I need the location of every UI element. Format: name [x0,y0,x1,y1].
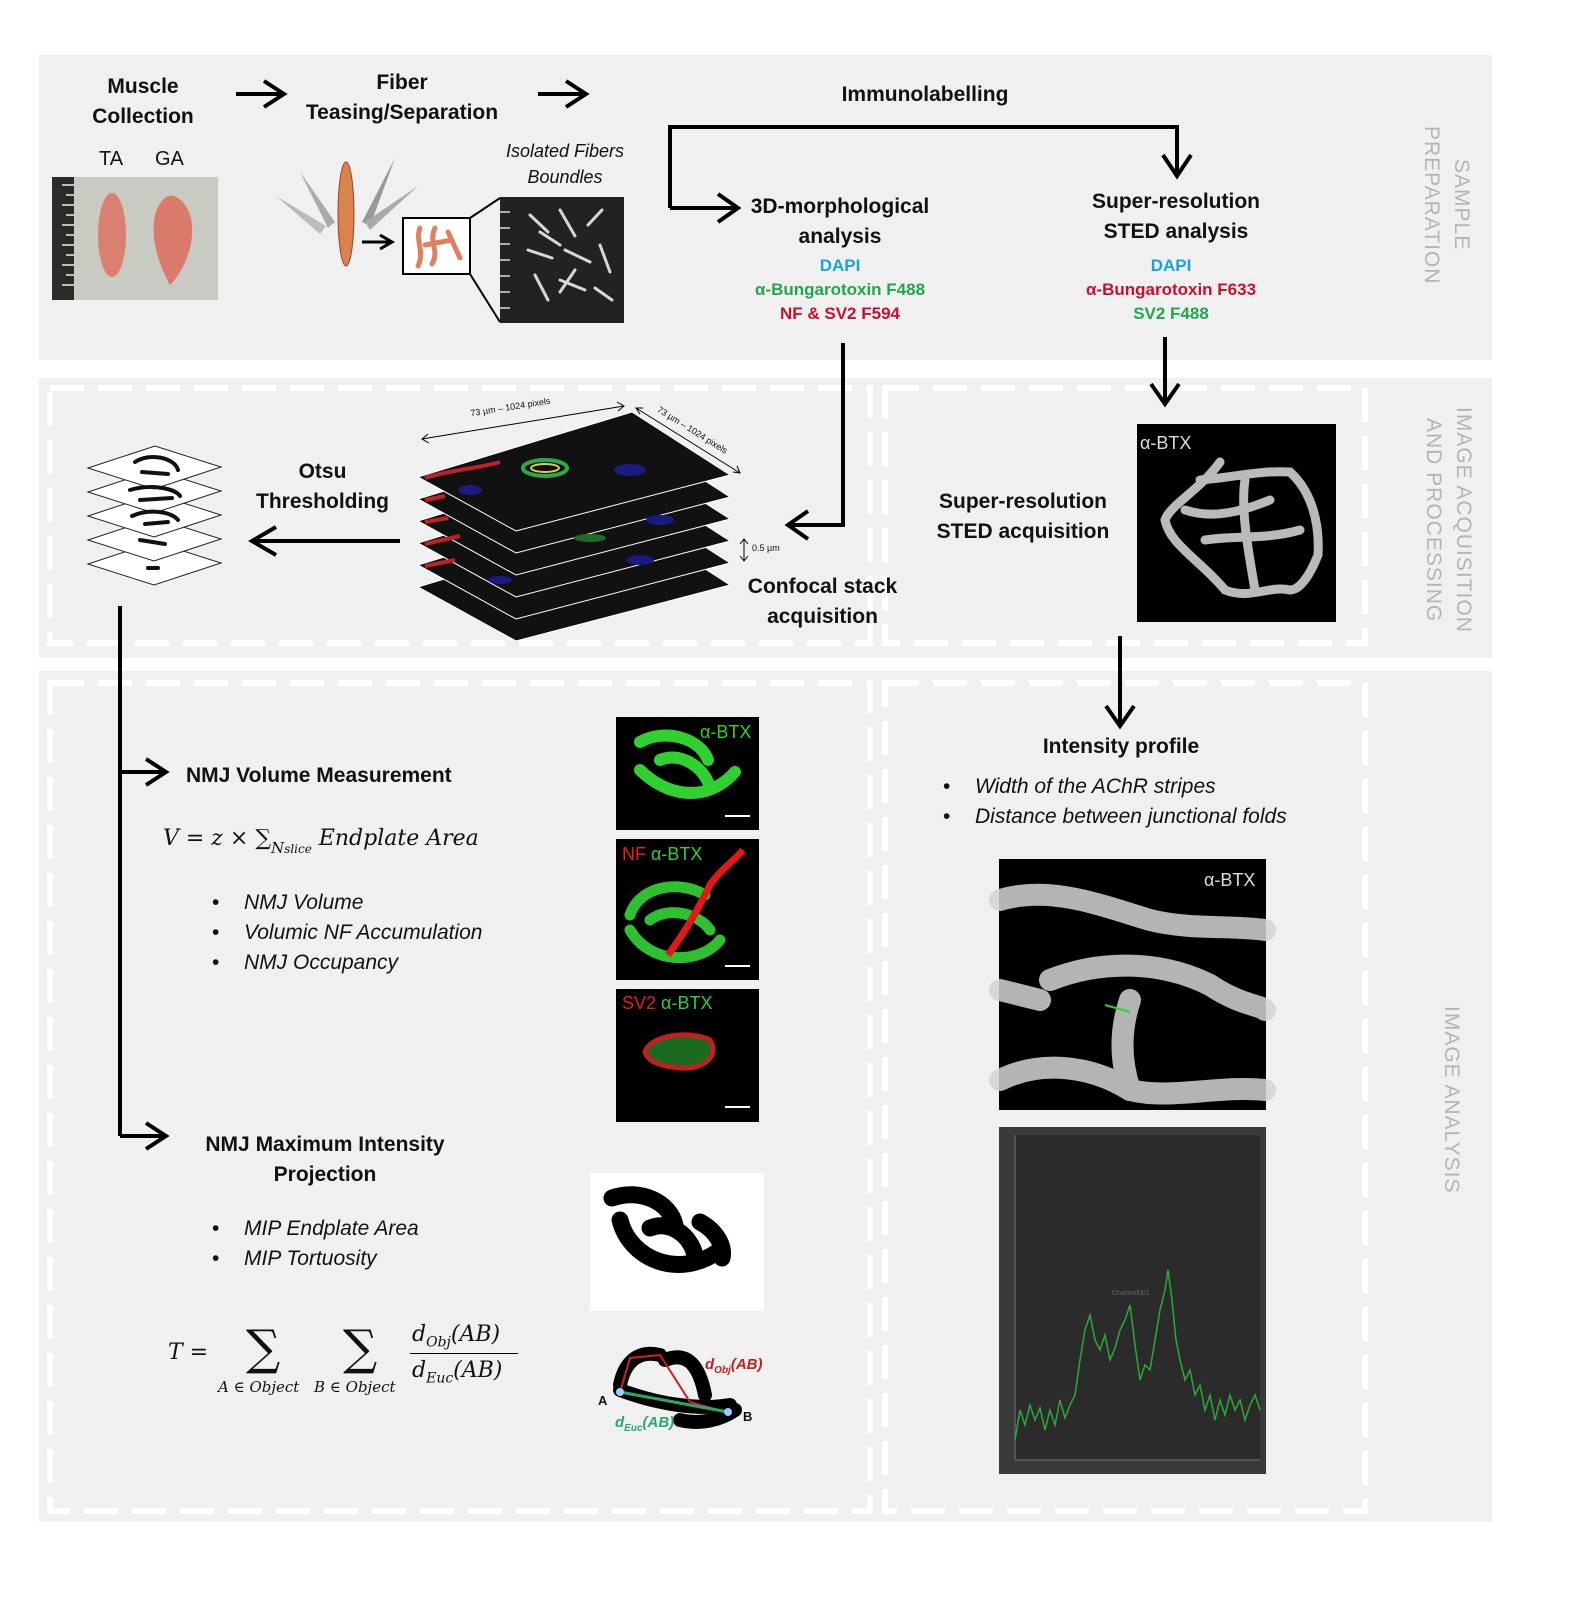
tortuosity-point-b: B [743,1409,752,1424]
intensity-profile-title: Intensity profile [1021,732,1221,762]
confocal-acquisition-label: Confocal stack acquisition [745,572,900,632]
sted-acquisition-label: Super-resolution STED acquisition [928,487,1118,547]
sted-btx: α-Bungarotoxin F633 [1071,278,1271,302]
volume-formula: V = z × ∑Nslice Endplate Area [163,826,479,851]
mip-title: NMJ Maximum Intensity Projection [190,1130,460,1190]
nf-image-label: NF α-BTX [622,844,702,865]
confocal-stack [418,412,730,641]
ta-muscle [98,193,126,277]
tortuosity-formula: T = ∑ A ∈ Object ∑ B ∈ Object dObj(AB) d… [168,1320,528,1400]
sted-dapi: DAPI [1071,254,1271,278]
mip-bullet-2: •MIP Tortuosity [212,1244,377,1274]
ga-label: GA [155,148,184,171]
teasing-tools [276,158,418,266]
otsu-thresholding-label: Otsu Thresholding [240,457,405,517]
tortuosity-point-a: A [598,1393,607,1408]
morph-nf-sv2: NF & SV2 F594 [740,302,940,326]
profile-bullet-1: •Width of the AChR stripes [943,772,1216,802]
sted-sv2: SV2 F488 [1071,302,1271,326]
plot-channel-label: Channel001 [1112,1290,1150,1297]
sted-acq-image-label: α-BTX [1140,433,1191,454]
volume-measurement-title: NMJ Volume Measurement [186,761,452,791]
mip-bullet-1: •MIP Endplate Area [212,1214,419,1244]
muscle-photo [52,177,218,300]
btx-image-label: α-BTX [700,722,751,743]
z-step-label: 0.5 µm [752,543,780,553]
step-immunolabelling: Immunolabelling [800,80,1050,110]
step-fiber-teasing: Fiber Teasing/Separation [296,68,508,128]
volume-bullet-3: •NMJ Occupancy [212,948,398,978]
tortuosity-deuc-label: dEuc(AB) [615,1414,674,1434]
volume-bullet-1: •NMJ Volume [212,888,363,918]
morph-btx: α-Bungarotoxin F488 [740,278,940,302]
sv2-image-label: SV2 α-BTX [622,993,712,1014]
morphological-analysis-title: 3D-morphological analysis [740,192,940,252]
isolated-fibers-caption: Isolated Fibers Boundles [496,138,634,190]
threshold-stack [88,446,221,585]
morph-dapi: DAPI [740,254,940,278]
ta-label: TA [99,148,123,171]
step-muscle-collection: Muscle Collection [78,72,208,132]
sted-zoom-label: α-BTX [1204,870,1255,891]
arrow-morph-to-confocal [790,343,843,525]
profile-bullet-2: •Distance between junctional folds [943,802,1287,832]
tortuosity-dobj-label: dObj(AB) [705,1356,763,1376]
volume-bullet-2: •Volumic NF Accumulation [212,918,482,948]
sted-analysis-title: Super-resolution STED analysis [1080,187,1272,247]
